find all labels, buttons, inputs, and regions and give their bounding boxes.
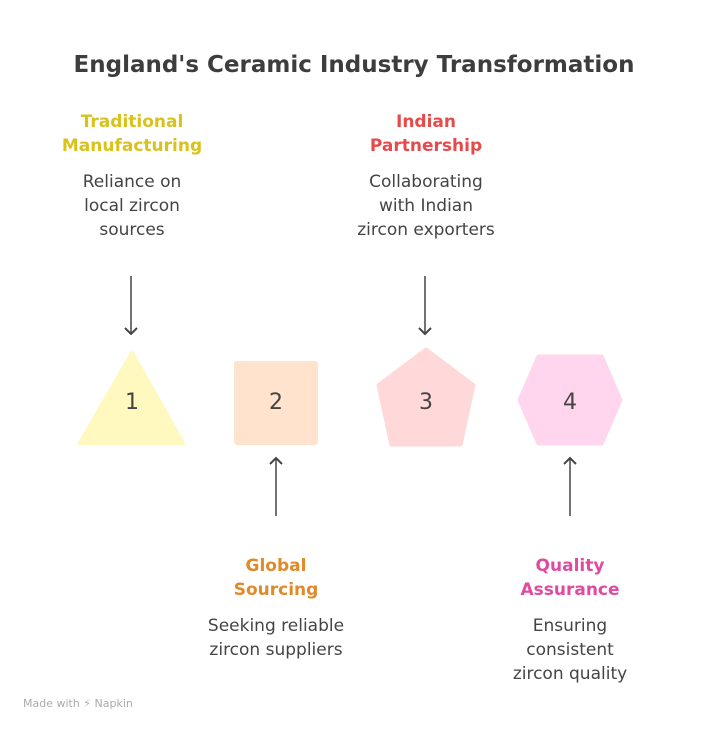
desc-line: with Indian [379,196,473,216]
desc-line: zircon suppliers [209,640,343,660]
step-1-desc: Reliance on local zircon sources [32,170,232,242]
square-shape [234,361,318,445]
pentagon-shape [376,347,476,447]
hexagon-shape [517,354,623,446]
desc-line: Seeking reliable [207,616,345,636]
desc-line: consistent [526,640,614,660]
desc-line: zircon quality [512,664,628,684]
step-3-number: 3 [419,390,433,415]
step-2-number: 2 [269,390,283,415]
step-4-number: 4 [563,390,577,415]
desc-line: zircon exporters [357,220,495,240]
label-line: Partnership [369,136,483,156]
step-3-desc: Collaborating with Indian zircon exporters [326,170,526,242]
desc-line: Collaborating [369,172,483,192]
label-line: Indian [396,112,456,132]
step-4-desc: Ensuring consistent zircon quality [470,614,670,686]
desc-line: sources [99,220,165,240]
label-line: Quality [535,556,605,576]
step-2-desc: Seeking reliable zircon suppliers [176,614,376,662]
napkin-watermark: Made with ⚡ Napkin [23,697,133,710]
label-line: Manufacturing [61,136,203,156]
desc-line: Reliance on [82,172,182,192]
triangle-shape [78,351,185,445]
label-line: Traditional [80,112,184,132]
label-line: Global [245,556,307,576]
label-line: Assurance [520,580,620,600]
desc-line: local zircon [84,196,180,216]
step-1-number: 1 [125,390,139,415]
desc-line: Ensuring [532,616,608,636]
label-line: Sourcing [233,580,319,600]
diagram-title: England's Ceramic Industry Transformatio… [73,52,635,78]
